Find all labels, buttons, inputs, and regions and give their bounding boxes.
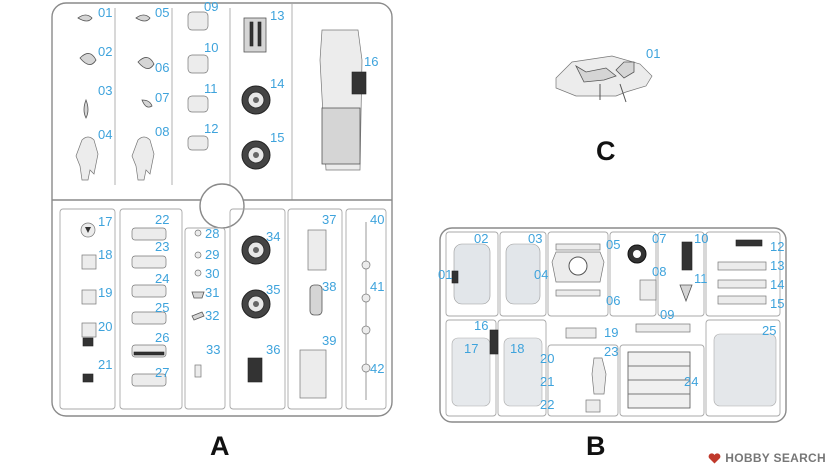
sprue-a-part-28: 28 <box>205 226 219 241</box>
sprue-b-part-02: 02 <box>474 231 488 246</box>
hobby-search-watermark: HOBBY SEARCH <box>708 451 826 465</box>
sprue-a-part-23: 23 <box>155 239 169 254</box>
sprue-a-part-07: 07 <box>155 90 169 105</box>
sprue-b-part-03: 03 <box>528 231 542 246</box>
sprue-b-part-numbers: 01 02 03 04 05 06 07 08 09 10 11 12 13 1… <box>438 231 784 412</box>
sprue-a: 01 02 03 04 05 06 07 08 09 10 11 12 13 1… <box>51 0 393 461</box>
sprue-b: 01 02 03 04 05 06 07 08 09 10 11 12 13 1… <box>438 227 787 461</box>
sprue-b-part-18: 18 <box>510 341 524 356</box>
sprue-a-blocks <box>187 11 209 151</box>
sprue-a-part-39: 39 <box>322 333 336 348</box>
sprue-a-part-40: 40 <box>370 212 384 227</box>
sprue-a-hub <box>199 183 245 229</box>
sprue-a-part-numbers: 01 02 03 04 05 06 07 08 09 10 11 12 13 1… <box>98 0 384 380</box>
hobby-search-logo-icon <box>708 452 721 463</box>
sprue-a-part-16: 16 <box>364 54 378 69</box>
sprue-a-part-37: 37 <box>322 212 336 227</box>
sprue-b-part-07: 07 <box>652 231 666 246</box>
sprue-a-part-15: 15 <box>270 130 284 145</box>
sprue-a-part-16-chassis <box>319 29 367 171</box>
sprue-b-part-09: 09 <box>660 307 674 322</box>
sprue-a-part-22: 22 <box>155 212 169 227</box>
sprue-a-part-36: 36 <box>266 342 280 357</box>
sprue-a-part-09: 09 <box>204 0 218 14</box>
sprue-b-part-13: 13 <box>770 258 784 273</box>
sprue-b-part-17: 17 <box>464 341 478 356</box>
sprue-b-part-14: 14 <box>770 277 784 292</box>
sprue-b-part-06: 06 <box>606 293 620 308</box>
sprue-a-frame <box>51 2 393 417</box>
sprue-a-part-31: 31 <box>205 285 219 300</box>
sprue-a-part-29: 29 <box>205 247 219 262</box>
sprue-a-right-parts <box>299 222 371 400</box>
sprue-b-label: B <box>586 431 606 461</box>
sprue-a-part-12: 12 <box>204 121 218 136</box>
sprue-b-part-11: 11 <box>694 271 708 286</box>
sprue-a-part-02: 02 <box>98 44 112 59</box>
sprue-b-small-parts <box>451 239 767 413</box>
sprue-b-part-08: 08 <box>652 264 666 279</box>
sprue-b-part-25: 25 <box>762 323 776 338</box>
sprue-b-part-20: 20 <box>540 351 554 366</box>
sprue-b-part-05: 05 <box>606 237 620 252</box>
sprue-a-part-19: 19 <box>98 285 112 300</box>
sprue-b-part-19: 19 <box>604 325 618 340</box>
sprue-b-part-21: 21 <box>540 374 554 389</box>
sprue-c-label: C <box>596 136 616 166</box>
sprue-b-part-10: 10 <box>694 231 708 246</box>
sprue-b-part-23: 23 <box>604 344 618 359</box>
sprue-a-part-30: 30 <box>205 266 219 281</box>
sprue-a-part-41: 41 <box>370 279 384 294</box>
sprue-a-part-06: 06 <box>155 60 169 75</box>
sprue-b-part-24: 24 <box>684 374 698 389</box>
sprue-a-part-24: 24 <box>155 271 169 286</box>
sprue-b-frame <box>439 227 787 423</box>
sprue-a-part-20: 20 <box>98 319 112 334</box>
sprue-a-part-38: 38 <box>322 279 336 294</box>
sprue-a-lower-mid <box>131 227 167 387</box>
sprue-b-part-22: 22 <box>540 397 554 412</box>
sprue-a-part-34: 34 <box>266 229 280 244</box>
sprue-c: 01 C <box>555 46 660 166</box>
sprue-a-tiny-parts <box>191 229 205 378</box>
sprue-a-wheels-lower <box>241 235 271 383</box>
sprue-a-part-21: 21 <box>98 357 112 372</box>
sprue-a-small-parts <box>75 14 155 181</box>
sprue-a-part-33: 33 <box>206 342 220 357</box>
sprue-b-part-15: 15 <box>770 296 784 311</box>
sprue-a-part-08: 08 <box>155 124 169 139</box>
sprue-a-part-14: 14 <box>270 76 284 91</box>
sprue-a-lower-left <box>80 222 97 383</box>
sprue-b-part-04: 04 <box>534 267 548 282</box>
sprue-a-part-11: 11 <box>204 81 218 96</box>
sprue-c-part-01: 01 <box>646 46 660 61</box>
sprue-a-part-01: 01 <box>98 5 112 20</box>
sprue-a-part-03: 03 <box>98 83 112 98</box>
sprue-a-part-18: 18 <box>98 247 112 262</box>
sprue-a-part-10: 10 <box>204 40 218 55</box>
sprue-a-part-35: 35 <box>266 282 280 297</box>
sprue-b-part-12: 12 <box>770 239 784 254</box>
sprue-a-part-27: 27 <box>155 365 169 380</box>
sprue-a-part-04: 04 <box>98 127 112 142</box>
sprue-b-part-01: 01 <box>438 267 452 282</box>
sprue-a-part-13 <box>243 17 267 53</box>
sprue-a-label: A <box>210 431 230 461</box>
sprue-a-part-42: 42 <box>370 361 384 376</box>
sprue-b-part-16: 16 <box>474 318 488 333</box>
sprue-a-part-26: 26 <box>155 330 169 345</box>
sprue-a-part-13: 13 <box>270 8 284 23</box>
sprue-a-part-25: 25 <box>155 300 169 315</box>
watermark-text: HOBBY SEARCH <box>725 451 826 465</box>
sprue-a-wheels-upper <box>241 85 271 170</box>
sprue-a-part-17: 17 <box>98 214 112 229</box>
sprue-a-part-32: 32 <box>205 308 219 323</box>
sprue-a-part-05: 05 <box>155 5 169 20</box>
sprue-b-panels <box>451 243 777 409</box>
